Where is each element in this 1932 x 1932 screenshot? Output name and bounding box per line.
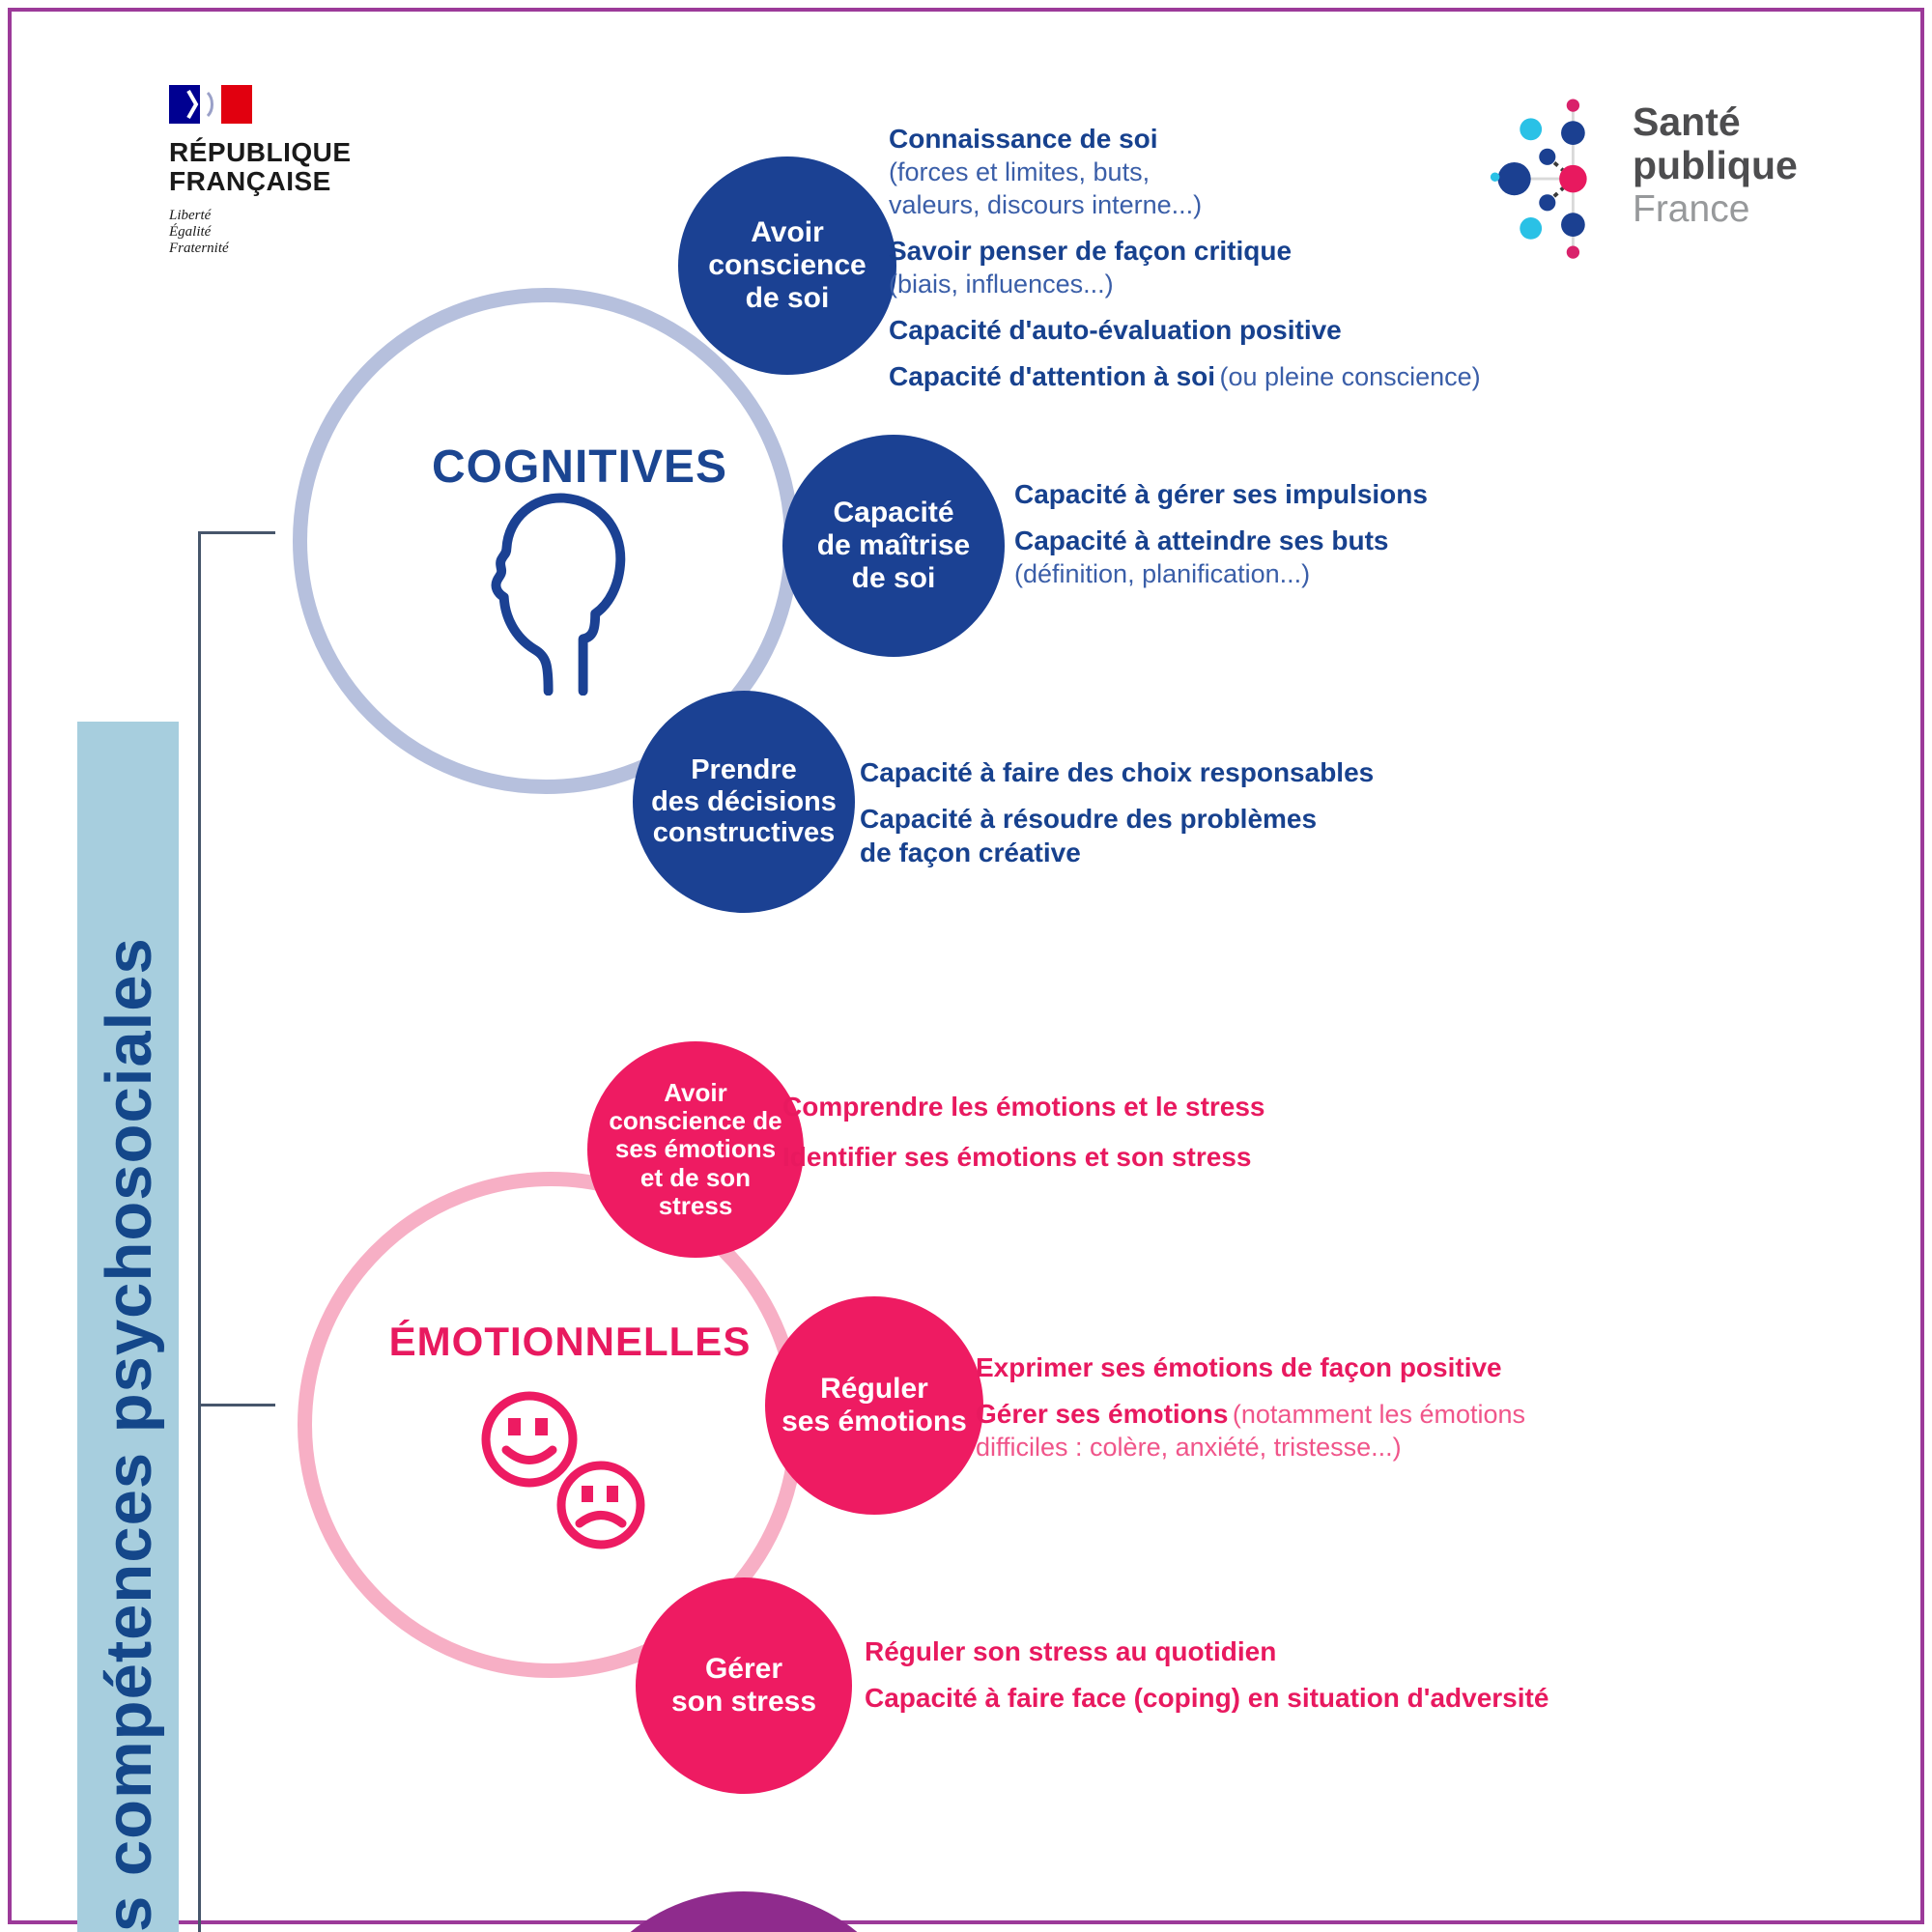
bullet-item: Réguler son stress au quotidien xyxy=(865,1634,1666,1668)
bullet-item: Capacité d'attention à soi (ou pleine co… xyxy=(889,359,1565,393)
bullet-bold: Exprimer ses émotions de façon positive xyxy=(976,1352,1502,1382)
satellite-line: ses émotions xyxy=(614,1134,777,1164)
bullet-bold: Comprendre les émotions et le stress xyxy=(782,1092,1265,1122)
satellite-line: stress xyxy=(658,1191,733,1221)
cognitives-label: COGNITIVES xyxy=(431,441,728,493)
cognitives-bullets-maitrise: Capacité à gérer ses impulsions Capacité… xyxy=(1014,477,1555,603)
bullet-item: Capacité à atteindre ses buts (définitio… xyxy=(1014,524,1555,590)
satellite-line: conscience xyxy=(708,249,867,282)
bullet-bold: Capacité à faire des choix responsables xyxy=(860,757,1375,787)
rf-motto-liberte: Liberté xyxy=(169,208,212,223)
bullet-bold: Capacité d'attention à soi xyxy=(889,361,1216,391)
bullet-note: (définition, planification...) xyxy=(1014,559,1311,588)
satellite-line: Réguler xyxy=(820,1373,928,1406)
bullet-item: Capacité à gérer ses impulsions xyxy=(1014,477,1555,511)
sante-publique-france-logo: Santé publique France xyxy=(1488,89,1835,277)
bullet-note: (biais, influences...) xyxy=(889,270,1114,298)
spf-dots-icon xyxy=(1490,99,1587,259)
rf-title-line2: FRANÇAISE xyxy=(169,166,331,196)
cognitives-bullets-conscience: Connaissance de soi (forces et limites, … xyxy=(889,122,1565,406)
emotionnelles-satellite-reguler-emotions: Réguler ses émotions xyxy=(765,1296,983,1515)
satellite-line: et de son xyxy=(639,1162,752,1192)
bullet-bold: Capacité à faire face (coping) en situat… xyxy=(865,1683,1549,1713)
bullet-bold: Identifier ses émotions et son stress xyxy=(782,1142,1252,1172)
bullet-bold: Capacité à résoudre des problèmes de faç… xyxy=(860,804,1318,867)
cognitives-satellite-conscience-de-soi: Avoir conscience de soi xyxy=(678,156,896,375)
satellite-line: conscience de xyxy=(609,1105,782,1135)
emotionnelles-bullets-conscience: Comprendre les émotions et le stress Ide… xyxy=(782,1090,1401,1186)
bullet-bold: Gérer ses émotions xyxy=(976,1399,1229,1429)
bullet-item: Exprimer ses émotions de façon positive xyxy=(976,1350,1555,1384)
satellite-line: Prendre xyxy=(691,753,797,785)
satellite-line: Avoir xyxy=(751,216,824,249)
rf-motto-fraternite: Fraternité xyxy=(169,241,229,256)
satellite-line: de soi xyxy=(851,561,936,594)
bullet-item: Savoir penser de façon critique (biais, … xyxy=(889,234,1565,300)
satellite-line: constructives xyxy=(652,817,836,849)
emotionnelles-satellite-conscience-emotions: Avoir conscience de ses émotions et de s… xyxy=(587,1041,804,1258)
sidebar-title: s compétences psychosociales xyxy=(93,937,165,1932)
bullet-item: Identifier ses émotions et son stress xyxy=(782,1140,1401,1174)
bullet-bold: Capacité d'auto-évaluation positive xyxy=(889,315,1342,345)
republique-francaise-logo: RÉPUBLIQUE FRANÇAISE Liberté Égalité Fra… xyxy=(169,85,420,257)
cognitives-satellite-decisions-constructives: Prendre des décisions constructives xyxy=(633,691,855,913)
bullet-item: Connaissance de soi (forces et limites, … xyxy=(889,122,1565,221)
bullet-note: (forces et limites, buts, xyxy=(889,157,1151,186)
spf-line1: Santé xyxy=(1633,99,1741,144)
spf-line2: publique xyxy=(1633,143,1798,187)
cognitives-satellite-maitrise-de-soi: Capacité de maîtrise de soi xyxy=(782,435,1005,657)
bullet-bold: Capacité à gérer ses impulsions xyxy=(1014,479,1428,509)
happy-sad-faces-icon xyxy=(481,1391,645,1549)
rf-motto-egalite: Égalité xyxy=(169,224,212,240)
satellite-line: son stress xyxy=(670,1686,817,1718)
emotionnelles-bullets-reguler: Exprimer ses émotions de façon positive … xyxy=(976,1350,1555,1476)
spf-wordmark: Santé publique France xyxy=(1633,100,1798,232)
emotionnelles-bullets-stress: Réguler son stress au quotidien Capacité… xyxy=(865,1634,1666,1727)
satellite-line: de soi xyxy=(745,281,830,314)
bracket-vertical-line xyxy=(198,532,201,1932)
bullet-item: Gérer ses émotions (notamment les émotio… xyxy=(976,1397,1555,1463)
spf-line3: France xyxy=(1633,188,1750,230)
bullet-note: (notamment les émotions difficiles : col… xyxy=(976,1400,1526,1462)
satellite-line: Gérer xyxy=(704,1653,783,1686)
french-flag-icon xyxy=(169,85,252,124)
satellite-line: Avoir xyxy=(664,1077,727,1107)
rf-title-line1: RÉPUBLIQUE xyxy=(169,137,352,167)
bullet-note: valeurs, discours interne...) xyxy=(889,190,1203,219)
bullet-bold: Connaissance de soi xyxy=(889,124,1158,154)
bullet-item: Capacité à résoudre des problèmes de faç… xyxy=(860,802,1478,869)
bullet-bold: Savoir penser de façon critique xyxy=(889,236,1293,266)
cognitives-bullets-decisions: Capacité à faire des choix responsables … xyxy=(860,755,1478,882)
bullet-item: Capacité à faire face (coping) en situat… xyxy=(865,1681,1666,1715)
emotionnelles-satellite-gerer-stress: Gérer son stress xyxy=(636,1577,852,1794)
satellite-line: de maîtrise xyxy=(816,529,971,562)
bullet-note: (ou pleine conscience) xyxy=(1219,362,1481,391)
rf-motto: Liberté Égalité Fraternité xyxy=(169,208,420,257)
satellite-line: Capacité xyxy=(833,497,954,529)
satellite-line: ses émotions xyxy=(781,1406,967,1437)
rf-title: RÉPUBLIQUE FRANÇAISE xyxy=(169,138,420,196)
head-profile-icon xyxy=(491,493,626,696)
bullet-item: Capacité d'auto-évaluation positive xyxy=(889,313,1565,347)
emotionnelles-label: ÉMOTIONNELLES xyxy=(388,1319,752,1364)
bullet-item: Comprendre les émotions et le stress xyxy=(782,1090,1401,1123)
bullet-bold: Capacité à atteindre ses buts xyxy=(1014,526,1389,555)
bullet-item: Capacité à faire des choix responsables xyxy=(860,755,1478,789)
satellite-line: des décisions xyxy=(651,785,837,817)
sidebar-title-strip: s compétences psychosociales xyxy=(77,722,179,1932)
bracket-tick-emotionnelles xyxy=(198,1404,275,1406)
next-cluster-satellite-circle xyxy=(565,1891,923,1932)
bullet-bold: Réguler son stress au quotidien xyxy=(865,1636,1277,1666)
bracket-tick-cognitives xyxy=(198,531,275,534)
